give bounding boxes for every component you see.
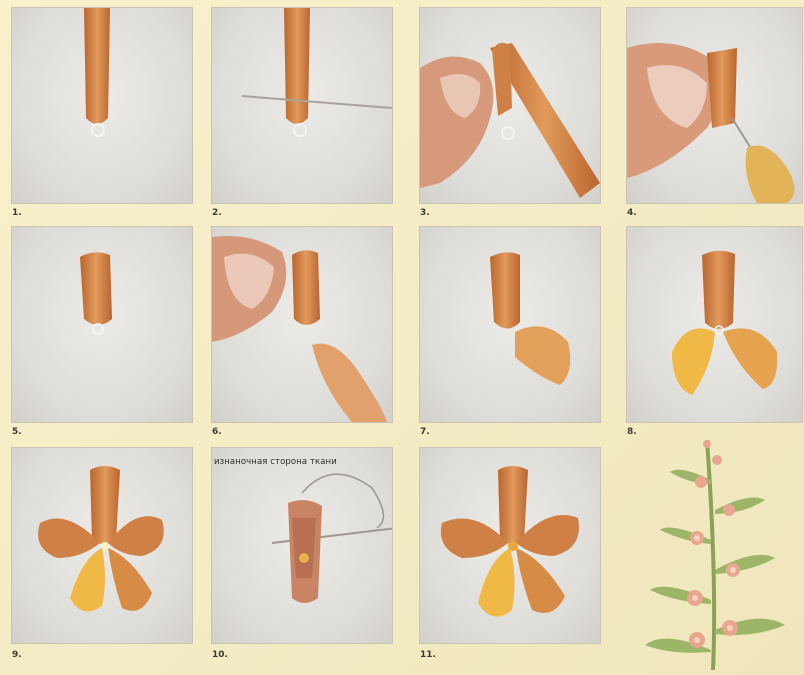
step-10-photo [212,448,392,643]
step-1-photo [12,8,192,203]
step-11-number: 11. [420,650,436,660]
step-1-number: 1. [12,208,22,218]
step-5-number: 5. [12,427,22,437]
step-9-number: 9. [12,650,22,660]
step-7-number: 7. [420,427,430,437]
step-10-number: 10. [212,650,228,660]
step-3-number: 3. [420,208,430,218]
step-4-photo [627,8,802,203]
step-2-number: 2. [212,208,222,218]
step-6-photo [212,227,392,422]
step-6-number: 6. [212,427,222,437]
step-10-caption: изнаночная сторона ткани [214,457,337,467]
step-4-number: 4. [627,208,637,218]
step-7-photo [420,227,600,422]
step-8-photo [627,227,802,422]
step-11-photo [420,448,600,643]
flower-stem-illustration [625,430,800,670]
step-2-photo [212,8,392,203]
step-9-photo [12,448,192,643]
step-5-photo [12,227,192,422]
step-3-photo [420,8,600,203]
